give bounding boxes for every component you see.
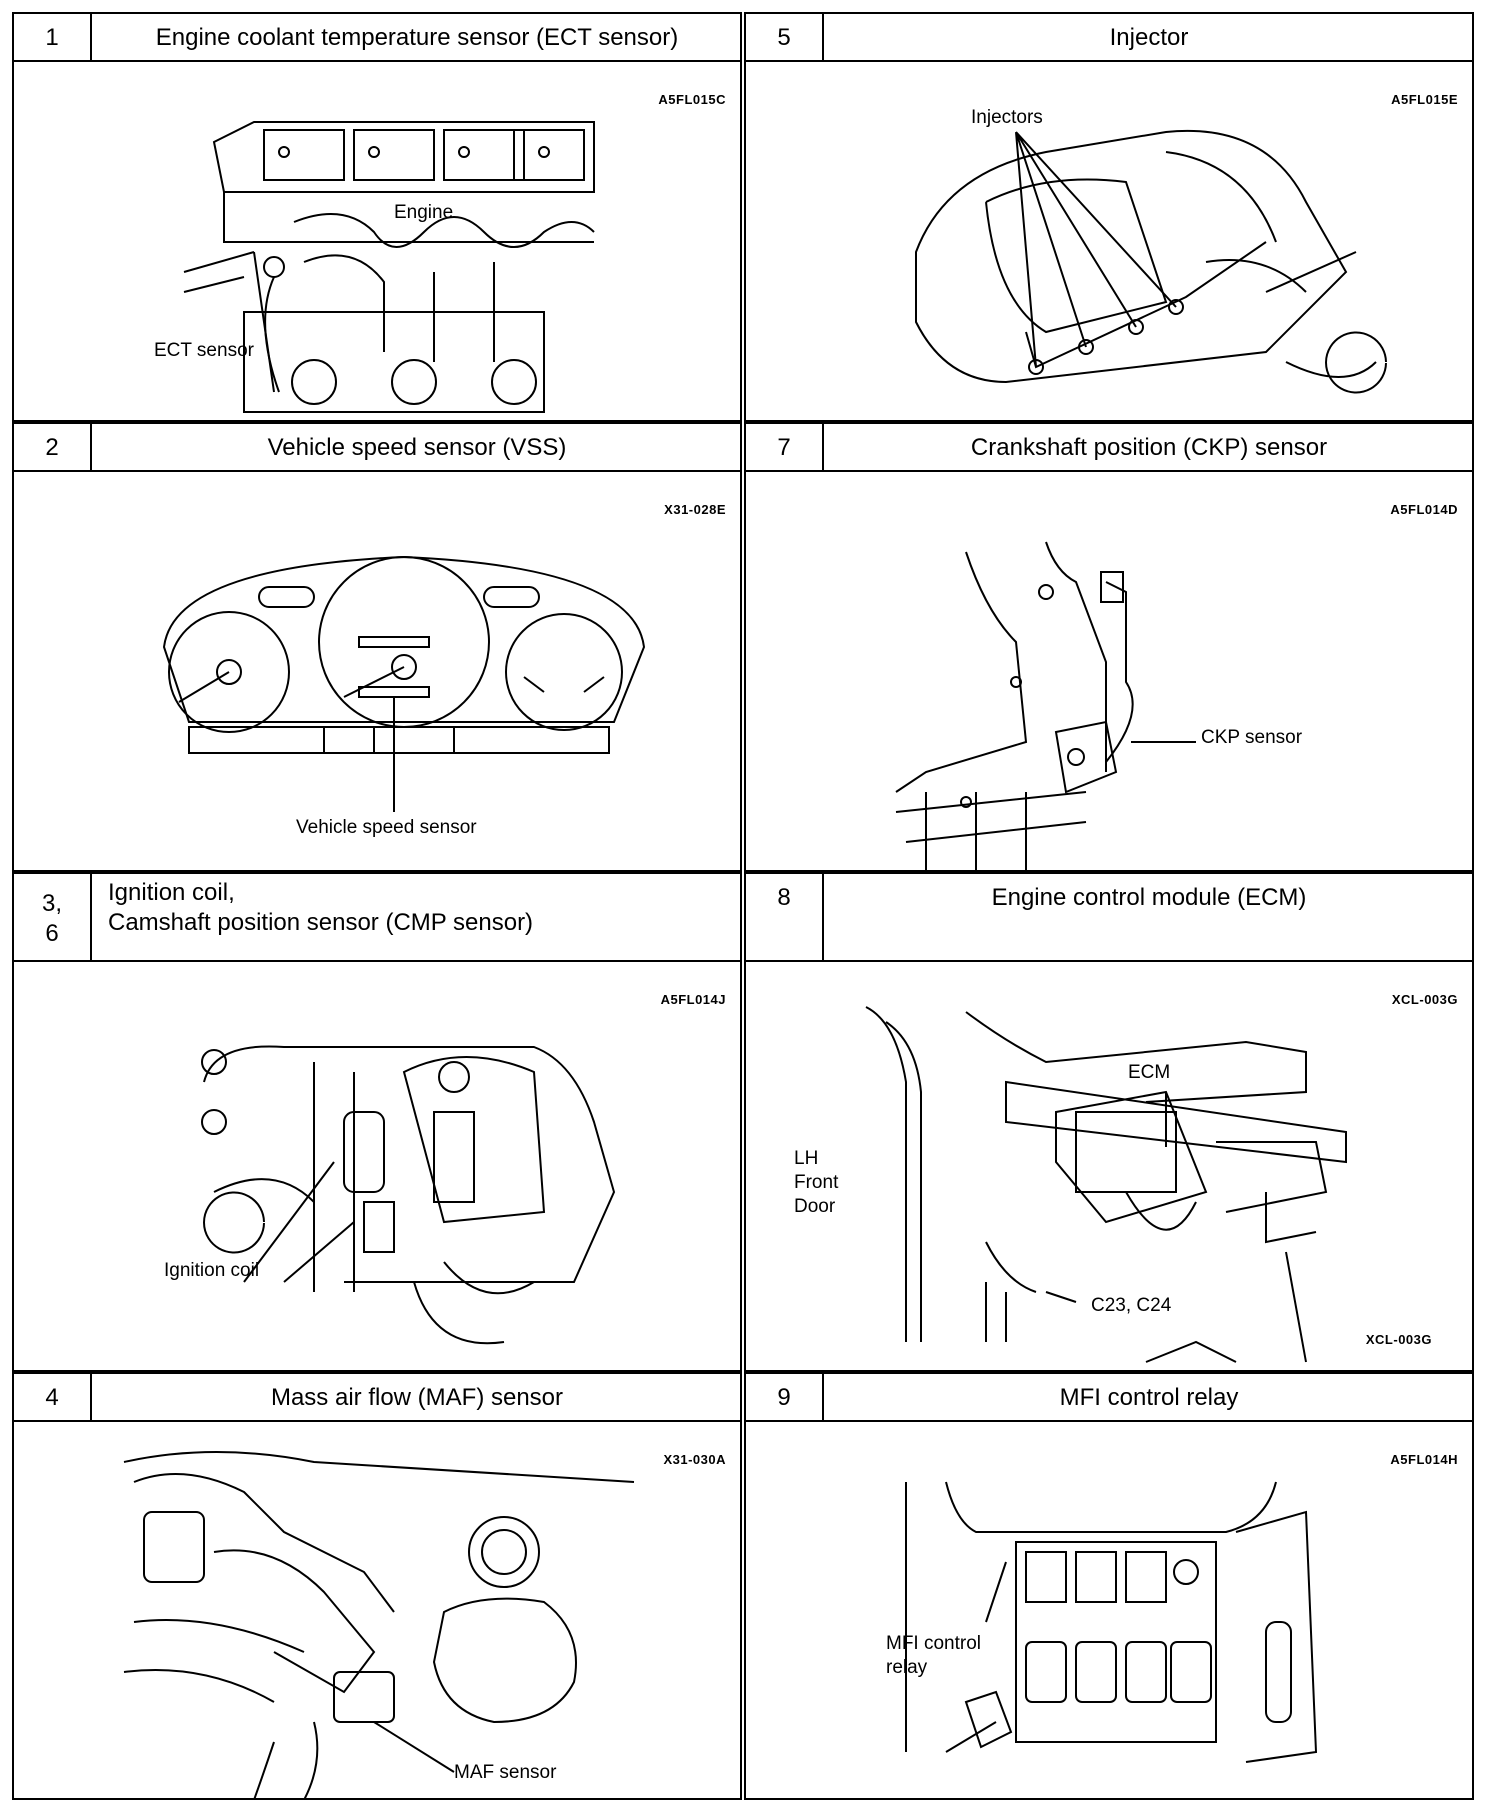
panel-7-illustration: A5FL014D CKP sensor: [744, 472, 1474, 872]
figure-code: X31-030A: [663, 1452, 726, 1467]
panel-title: Crankshaft position (CKP) sensor: [970, 434, 1328, 461]
connector-label: C23, C24: [1091, 1295, 1172, 1316]
ecm-drawing: [865, 1006, 1347, 1363]
panel-number: 1: [14, 14, 92, 60]
panel-title: Ignition coil, Camshaft position sensor …: [94, 874, 740, 960]
panel-title: Injector: [1109, 24, 1189, 51]
panel-4-illustration: X31-030A MAF sensor: [12, 1422, 742, 1800]
figure-code: X31-028E: [664, 502, 726, 517]
door-label-line: Front: [794, 1172, 839, 1193]
vss-label: Vehicle speed sensor: [296, 817, 477, 838]
panel-1-illustration: A5FL015C Engine ECT sensor: [12, 62, 742, 422]
lh-front-door-label: LH Front Door: [794, 1147, 838, 1219]
panel-5-illustration: A5FL015E Injectors: [744, 62, 1474, 422]
figure-code-secondary: XCL-003G: [1365, 1332, 1432, 1347]
component-location-sheet: 1 Engine coolant temperature sensor (ECT…: [12, 12, 1476, 1800]
panel-number: 4: [14, 1374, 92, 1420]
panel-title-line: Ignition coil,: [108, 879, 235, 906]
maf-sensor-label: MAF sensor: [454, 1762, 557, 1783]
ecm-label: ECM: [1128, 1062, 1171, 1083]
left-column: 1 Engine coolant temperature sensor (ECT…: [12, 12, 744, 1800]
door-label-line: Door: [794, 1196, 836, 1217]
instrument-cluster-drawing: [162, 555, 646, 812]
panel-number: 9: [746, 1374, 824, 1420]
ignition-coil-label: Ignition coil: [164, 1260, 260, 1281]
panel-number: 2: [14, 424, 92, 470]
panel-number: 3, 6: [14, 874, 92, 960]
panel-title: MFI control relay: [1059, 1384, 1239, 1411]
panel-number: 8: [746, 874, 824, 960]
relay-label-line: relay: [886, 1657, 928, 1678]
panel-1-header: 1 Engine coolant temperature sensor (ECT…: [12, 12, 742, 62]
mfi-relay-drawing: [905, 1481, 1318, 1763]
panel-2-illustration: X31-028E Vehicle speed sensor: [12, 472, 742, 872]
panel-9-header: 9 MFI control relay: [744, 1372, 1474, 1422]
panel-8-illustration: XCL-003G ECM LH Front Door C23, C24: [744, 962, 1474, 1372]
engine-label: Engine: [394, 202, 454, 223]
panel-number-line: 6: [45, 920, 59, 947]
ignition-coil-drawing: [201, 1045, 616, 1345]
relay-label-line: MFI control: [886, 1633, 982, 1654]
panel-8-header: 8 Engine control module (ECM): [744, 872, 1474, 962]
figure-code: XCL-003G: [1391, 992, 1458, 1007]
injectors-label: Injectors: [971, 107, 1043, 128]
panel-number-line: 3,: [41, 890, 62, 917]
panel-title: Engine coolant temperature sensor (ECT s…: [155, 24, 679, 51]
panel-3-6-header: 3, 6 Ignition coil, Camshaft position se…: [12, 872, 742, 962]
panel-3-6-illustration: A5FL014J Ignition coil: [12, 962, 742, 1372]
panel-title: Engine control module (ECM): [991, 884, 1307, 911]
panel-title-line: Camshaft position sensor (CMP sensor): [108, 909, 534, 936]
panel-title: Vehicle speed sensor (VSS): [267, 434, 567, 461]
figure-code: A5FL014H: [1390, 1452, 1458, 1467]
ect-sensor-label: ECT sensor: [154, 340, 254, 361]
engine-ect-drawing: [183, 121, 595, 413]
panel-title: Mass air flow (MAF) sensor: [270, 1384, 564, 1411]
panel-number: 7: [746, 424, 824, 470]
panel-2-header: 2 Vehicle speed sensor (VSS): [12, 422, 742, 472]
panel-7-header: 7 Crankshaft position (CKP) sensor: [744, 422, 1474, 472]
door-label-line: LH: [794, 1148, 819, 1169]
ckp-sensor-drawing: [895, 541, 1196, 870]
injectors-drawing: [915, 129, 1387, 394]
right-column: 5 Injector A5FL015E Injectors 7 Cranksha…: [744, 12, 1476, 1800]
figure-code: A5FL015C: [658, 92, 726, 107]
panel-number: 5: [746, 14, 824, 60]
panel-9-illustration: A5FL014H MFI control relay: [744, 1422, 1474, 1800]
maf-sensor-drawing: [123, 1451, 635, 1798]
panel-5-header: 5 Injector: [744, 12, 1474, 62]
ckp-sensor-label: CKP sensor: [1201, 727, 1303, 748]
figure-code: A5FL015E: [1391, 92, 1458, 107]
figure-code: A5FL014D: [1390, 502, 1458, 517]
mfi-relay-label: MFI control relay: [886, 1632, 981, 1680]
figure-code: A5FL014J: [660, 992, 726, 1007]
panel-4-header: 4 Mass air flow (MAF) sensor: [12, 1372, 742, 1422]
